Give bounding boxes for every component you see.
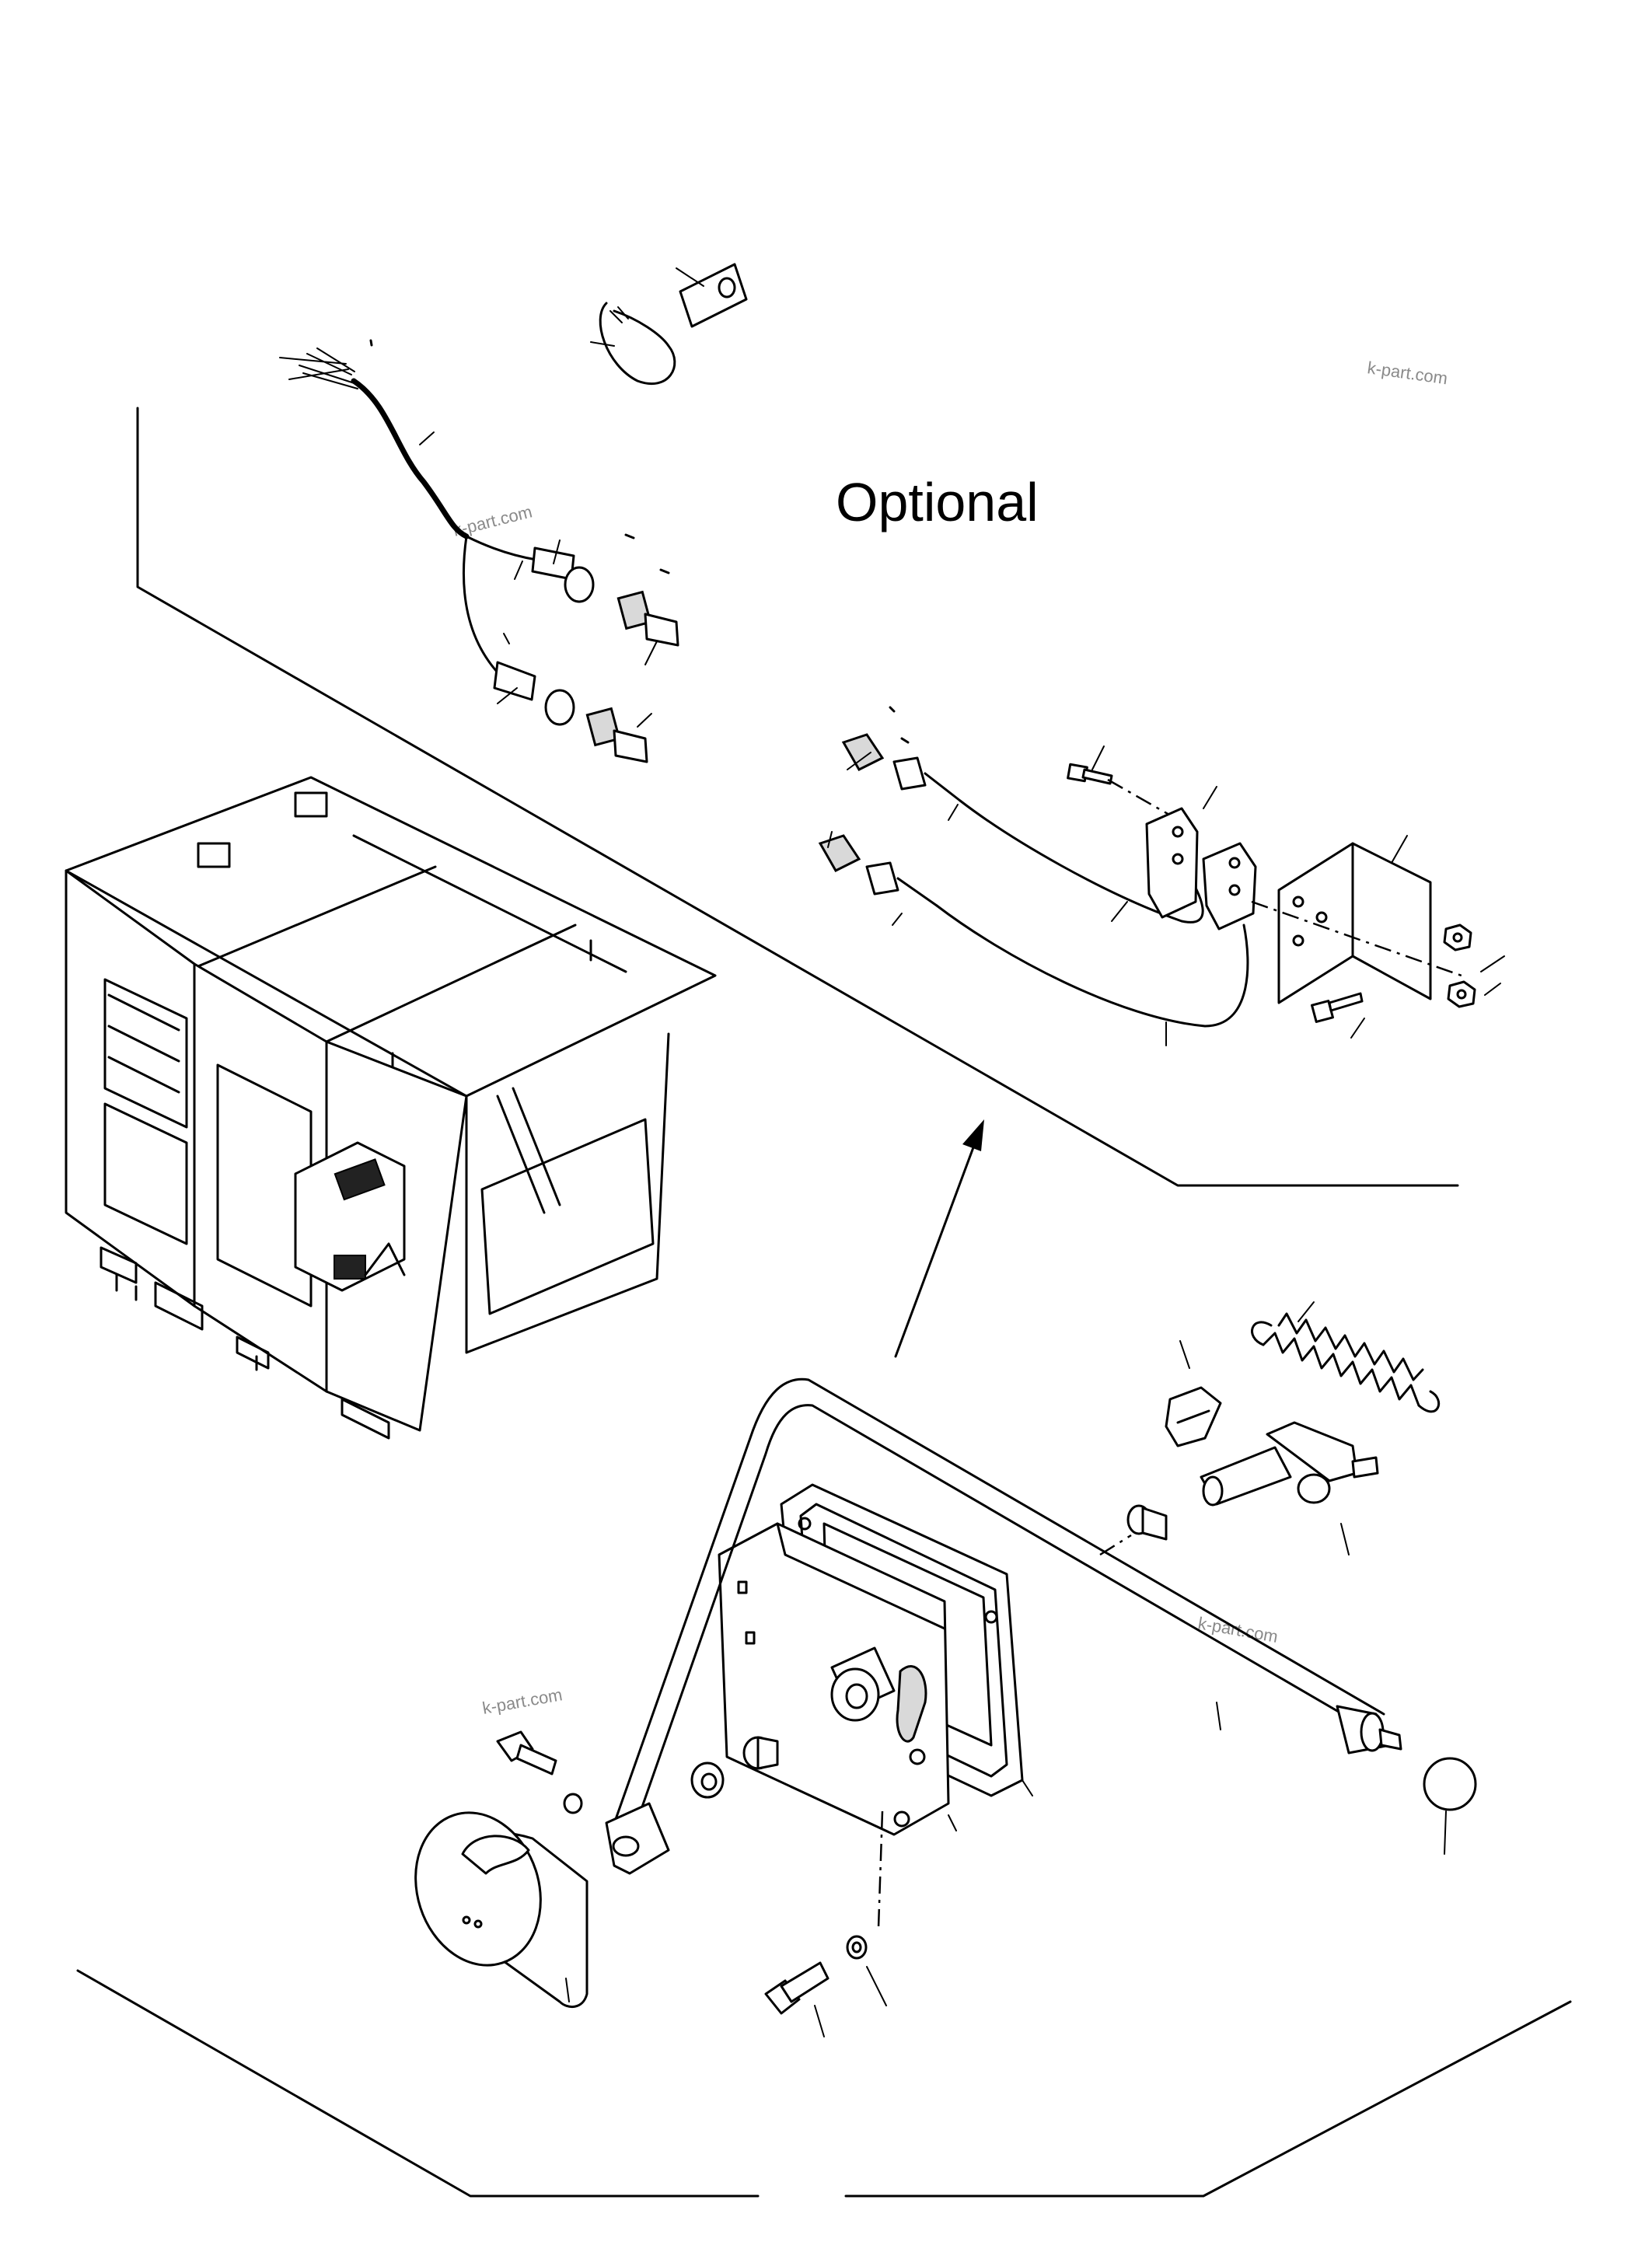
mating-plug [585,707,648,763]
lever-arm [605,1377,1402,1875]
section-frame-lines [76,407,1572,2198]
hex-bolt [496,1730,583,1814]
optional-sensor-assembly [818,706,1505,1046]
socket-bolt [764,1935,887,2037]
machine-cab [65,776,717,1440]
wiring-harness [279,339,679,763]
nut [1447,980,1476,1008]
clip [1165,1340,1222,1447]
tag-plate [676,263,748,328]
cam-shaft [1200,1421,1379,1555]
watermark: k-part.com [1366,358,1448,388]
ball-knob [1423,1757,1477,1855]
bolt [1311,992,1364,1023]
cable-tie [590,302,676,386]
optional-label: Optional [836,472,1039,532]
direction-arrow [894,1119,984,1358]
bolt [1067,763,1113,785]
spacer [742,1736,779,1770]
mating-plug [616,590,679,647]
tension-spring [1251,1301,1441,1413]
bushing [1126,1504,1168,1541]
washer [690,1761,725,1799]
nut [1443,924,1472,951]
cylindrical-weight [414,1811,589,2009]
watermark: k-part.com [481,1685,564,1718]
